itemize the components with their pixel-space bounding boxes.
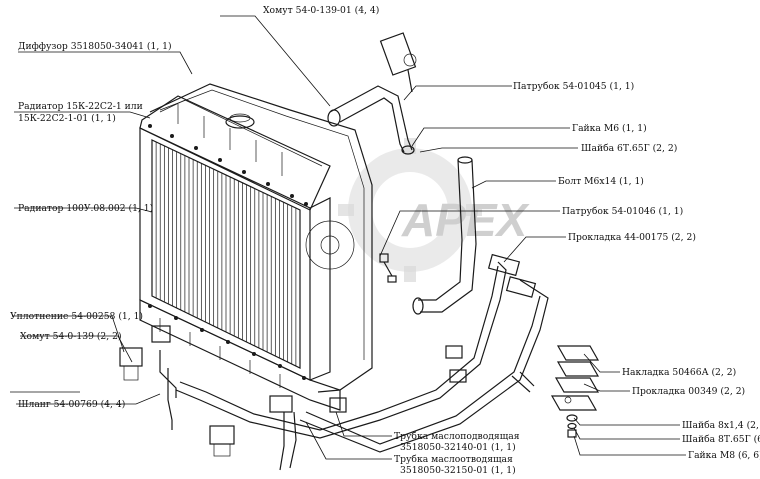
- bolt-nut: [379, 253, 397, 283]
- label-oil-supply-2: 3518050-32140-01 (1, 1): [400, 442, 516, 453]
- radiator-top-tank: [139, 95, 331, 211]
- label-diffuser: Диффузор 3518050-34041 (1, 1): [18, 41, 172, 52]
- label-radiator-100u: Радиатор 100У.08.002 (1, 1): [18, 203, 153, 214]
- upper-pipe: [327, 32, 417, 155]
- label-overlay-50466a: Накладка 50466А (2, 2): [622, 367, 736, 378]
- diffuser-shroud: [149, 83, 373, 393]
- label-washer-8t: Шайба 8Т.65Г (6, 6): [682, 434, 760, 445]
- label-clamp-top: Хомут 54-0-139-01 (4, 4): [263, 5, 379, 16]
- radiator-core: [139, 127, 331, 381]
- watermark-text: APEX: [401, 194, 530, 246]
- label-bolt-m6: Болт М6х14 (1, 1): [558, 176, 644, 187]
- label-pipe-01046: Патрубок 54-01046 (1, 1): [562, 206, 683, 217]
- label-washer-6t: Шайба 6Т.65Г (2, 2): [581, 143, 677, 154]
- label-oil-supply-1: Трубка маслоподводящая: [394, 431, 520, 442]
- leader-lines: [10, 15, 686, 460]
- radiator-bottom-tank: [139, 299, 341, 411]
- label-pipe-01045: Патрубок 54-01045 (1, 1): [513, 81, 634, 92]
- label-seal-00258: Уплотнение 54-00258 (1, 1): [10, 311, 143, 322]
- mounts: [119, 325, 347, 457]
- label-radiator-15k-1: Радиатор 15К-22С2-1 или: [18, 101, 143, 112]
- label-nut-m8: Гайка М8 (6, 6): [688, 450, 760, 461]
- label-hose-00769: Шланг 54-00769 (4, 4): [18, 399, 125, 410]
- oil-tubes: [175, 253, 549, 453]
- plates-washers: [550, 345, 600, 438]
- lower-pipe: [412, 156, 477, 315]
- label-oil-return-2: 3518050-32150-01 (1, 1): [400, 465, 516, 476]
- labels: Хомут 54-0-139-01 (4, 4) Диффузор 351805…: [10, 5, 760, 476]
- label-nut-m6: Гайка М6 (1, 1): [572, 123, 647, 134]
- label-gasket-00349: Прокладка 00349 (2, 2): [632, 386, 745, 397]
- hoses: [159, 350, 297, 471]
- label-radiator-15k-2: 15К-22С2-1-01 (1, 1): [18, 113, 116, 124]
- label-oil-return-1: Трубка маслоотводящая: [394, 454, 513, 465]
- label-gasket-00175: Прокладка 44-00175 (2, 2): [568, 232, 696, 243]
- label-washer-8x1: Шайба 8х1,4 (2, 2): [682, 420, 760, 431]
- label-clamp-0139: Хомут 54-0-139 (2, 2): [20, 331, 122, 342]
- watermark: APEX: [338, 138, 530, 282]
